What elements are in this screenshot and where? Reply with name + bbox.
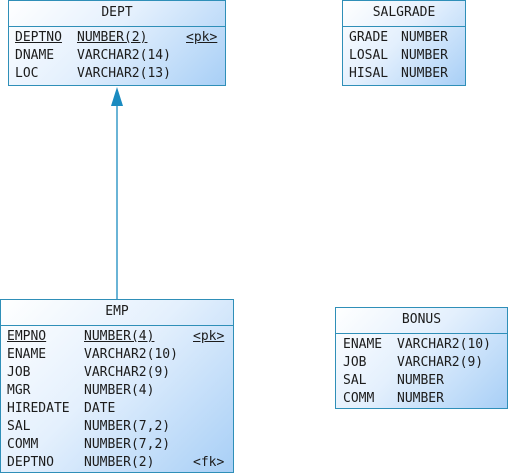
column-row: COMM NUMBER(7,2) bbox=[1, 436, 233, 454]
column-type: NUMBER(4) bbox=[84, 329, 155, 344]
column-row: COMM NUMBER bbox=[336, 390, 507, 408]
column-type: NUMBER bbox=[401, 48, 448, 63]
column-name: GRADE bbox=[349, 30, 389, 45]
column-name: DEPTNO bbox=[15, 30, 62, 45]
column-name: LOSAL bbox=[349, 48, 389, 63]
column-type: NUMBER bbox=[397, 373, 444, 388]
column-row: JOB VARCHAR2(9) bbox=[1, 364, 233, 382]
entity-dept[interactable]: DEPT DEPTNO NUMBER(2) <pk> DNAME VARCHAR… bbox=[8, 0, 226, 86]
column-type: NUMBER(2) bbox=[84, 455, 155, 470]
column-type: VARCHAR2(10) bbox=[397, 337, 491, 352]
column-name: ENAME bbox=[7, 347, 47, 362]
column-name: HISAL bbox=[349, 66, 389, 81]
column-row: LOSAL NUMBER bbox=[343, 47, 465, 65]
column-row: JOB VARCHAR2(9) bbox=[336, 354, 507, 372]
column-name: MGR bbox=[7, 383, 31, 398]
column-name: COMM bbox=[7, 437, 39, 452]
column-type: NUMBER bbox=[397, 391, 444, 406]
entity-bonus[interactable]: BONUS ENAME VARCHAR2(10) JOB VARCHAR2(9)… bbox=[335, 307, 508, 409]
column-name: JOB bbox=[7, 365, 31, 380]
entity-salgrade[interactable]: SALGRADE GRADE NUMBER LOSAL NUMBER HISAL… bbox=[342, 0, 466, 86]
column-type: VARCHAR2(9) bbox=[84, 365, 171, 380]
column-name: SAL bbox=[7, 419, 31, 434]
column-type: NUMBER bbox=[401, 66, 448, 81]
column-type: DATE bbox=[84, 401, 116, 416]
primary-key-badge: <pk> bbox=[186, 30, 218, 45]
entity-title: EMP bbox=[1, 300, 233, 326]
column-row: DEPTNO NUMBER(2) <fk> bbox=[1, 454, 233, 472]
entity-title: DEPT bbox=[9, 1, 225, 27]
column-name: COMM bbox=[343, 391, 375, 406]
column-row: DEPTNO NUMBER(2) <pk> bbox=[9, 29, 225, 47]
column-type: NUMBER(4) bbox=[84, 383, 155, 398]
column-name: DEPTNO bbox=[7, 455, 54, 470]
column-type: NUMBER bbox=[401, 30, 448, 45]
column-row: DNAME VARCHAR2(14) bbox=[9, 47, 225, 65]
column-row: HISAL NUMBER bbox=[343, 65, 465, 83]
relationship-arrowhead-icon bbox=[111, 87, 123, 106]
column-name: ENAME bbox=[343, 337, 383, 352]
column-type: VARCHAR2(14) bbox=[77, 48, 171, 63]
column-row: SAL NUMBER bbox=[336, 372, 507, 390]
column-name: EMPNO bbox=[7, 329, 47, 344]
column-name: JOB bbox=[343, 355, 367, 370]
foreign-key-badge: <fk> bbox=[193, 455, 225, 470]
column-row: LOC VARCHAR2(13) bbox=[9, 65, 225, 83]
column-type: NUMBER(7,2) bbox=[84, 437, 171, 452]
column-name: HIREDATE bbox=[7, 401, 70, 416]
column-row: SAL NUMBER(7,2) bbox=[1, 418, 233, 436]
column-name: SAL bbox=[343, 373, 367, 388]
column-name: LOC bbox=[15, 66, 39, 81]
column-row: ENAME VARCHAR2(10) bbox=[336, 336, 507, 354]
column-row: GRADE NUMBER bbox=[343, 29, 465, 47]
primary-key-badge: <pk> bbox=[193, 329, 225, 344]
column-type: VARCHAR2(13) bbox=[77, 66, 171, 81]
column-type: VARCHAR2(9) bbox=[397, 355, 484, 370]
column-type: NUMBER(2) bbox=[77, 30, 148, 45]
entity-title: SALGRADE bbox=[343, 1, 465, 27]
entity-emp[interactable]: EMP EMPNO NUMBER(4) <pk> ENAME VARCHAR2(… bbox=[0, 299, 234, 473]
column-row: ENAME VARCHAR2(10) bbox=[1, 346, 233, 364]
column-type: VARCHAR2(10) bbox=[84, 347, 178, 362]
column-type: NUMBER(7,2) bbox=[84, 419, 171, 434]
column-row: HIREDATE DATE bbox=[1, 400, 233, 418]
entity-title: BONUS bbox=[336, 308, 507, 334]
column-row: MGR NUMBER(4) bbox=[1, 382, 233, 400]
column-row: EMPNO NUMBER(4) <pk> bbox=[1, 328, 233, 346]
column-name: DNAME bbox=[15, 48, 55, 63]
